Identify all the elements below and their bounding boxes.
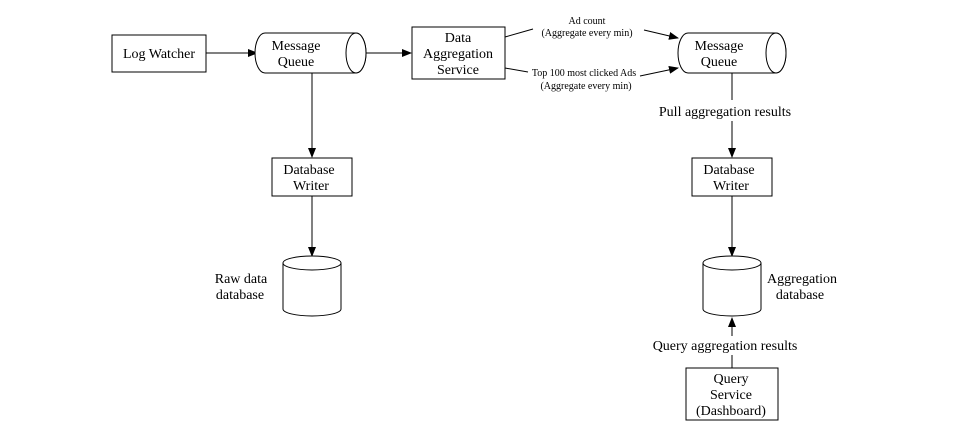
data-aggregation-label-line3: Service [437,63,479,78]
top-100-label-line2: (Aggregate every min) [540,81,631,92]
database-writer-2-node: Database Writer [691,157,773,197]
edge-aggregation-to-top100-label [504,67,529,73]
database-writer-1-label-line2: Writer [293,179,329,194]
data-aggregation-service-node: Data Aggregation Service [411,26,506,80]
raw-data-database-label-line1: Raw data [215,272,268,287]
data-aggregation-label-line2: Aggregation [423,47,493,62]
top-100-label-line1: Top 100 most clicked Ads [532,68,636,79]
message-queue-2-label-line1: Message [695,39,744,54]
database-writer-1-node: Database Writer [271,157,353,197]
query-service-label-line3: (Dashboard) [696,404,766,419]
ad-count-label-line2: (Aggregate every min) [541,28,632,39]
database-writer-2-label-line1: Database [703,163,754,178]
message-queue-1-node: Message Queue [254,32,367,74]
database-writer-1-label-line1: Database [283,163,334,178]
edge-aggregation-to-adcount-label [504,28,534,38]
log-watcher-label: Log Watcher [123,47,195,62]
query-aggregation-results-label: Query aggregation results [653,339,798,354]
aggregation-database-label-line1: Aggregation [767,272,837,287]
database-writer-2-label-line2: Writer [713,179,749,194]
edge-top100-to-queue2 [639,65,679,77]
raw-data-database-node [282,255,342,317]
pull-aggregation-results-label: Pull aggregation results [659,105,791,120]
query-service-label-line2: Service [710,388,752,403]
edge-adcount-to-queue2 [643,29,679,40]
message-queue-2-label-line2: Queue [701,55,738,70]
aggregation-database-label-line2: database [776,288,824,303]
log-watcher-node: Log Watcher [111,34,207,73]
message-queue-1-label-line2: Queue [278,55,315,70]
message-queue-1-label-line1: Message [272,39,321,54]
query-service-node: Query Service (Dashboard) [685,367,779,421]
ad-count-label-line1: Ad count [569,16,606,27]
message-queue-2-node: Message Queue [677,32,787,74]
query-service-label-line1: Query [714,372,749,387]
raw-data-database-label-line2: database [216,288,264,303]
aggregation-database-node [702,255,762,317]
data-aggregation-label-line1: Data [445,31,472,46]
